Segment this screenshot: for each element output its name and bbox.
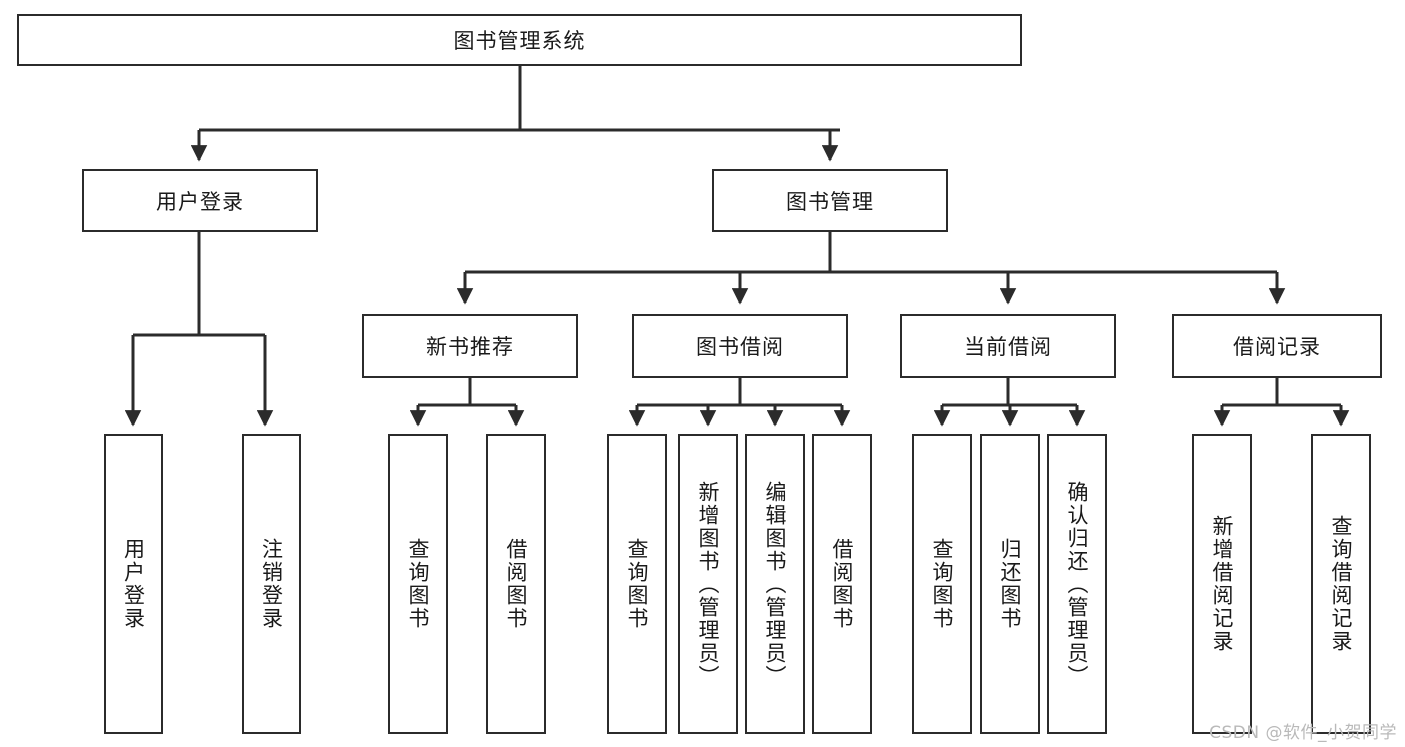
leaf-borrow-borrow-book-label: 借阅图书 <box>830 538 855 630</box>
node-user-login-label: 用户登录 <box>156 189 244 214</box>
leaf-borrow-add-book-label: 新增图书（管理员） <box>696 480 721 688</box>
node-new-book-recommend-label: 新书推荐 <box>426 335 514 359</box>
watermark: CSDN @软件_小贺同学 <box>1209 723 1397 743</box>
leaf-current-return-book[interactable]: 归还图书 <box>980 434 1040 734</box>
leaf-user-login-login-label: 用户登录 <box>121 538 146 630</box>
leaf-current-confirm-return[interactable]: 确认归还（管理员） <box>1047 434 1107 734</box>
node-book-borrow-label: 图书借阅 <box>696 335 784 359</box>
node-book-management[interactable]: 图书管理 <box>712 169 948 232</box>
leaf-borrow-query-book[interactable]: 查询图书 <box>607 434 667 734</box>
leaf-borrow-add-book[interactable]: 新增图书（管理员） <box>678 434 738 734</box>
node-current-borrow[interactable]: 当前借阅 <box>900 314 1116 378</box>
node-borrow-record-label: 借阅记录 <box>1233 335 1321 359</box>
leaf-user-login-logout-label: 注销登录 <box>259 538 284 630</box>
node-current-borrow-label: 当前借阅 <box>964 335 1052 359</box>
leaf-record-add-record[interactable]: 新增借阅记录 <box>1192 434 1252 734</box>
node-root[interactable]: 图书管理系统 <box>17 14 1022 66</box>
node-book-borrow[interactable]: 图书借阅 <box>632 314 848 378</box>
node-book-management-label: 图书管理 <box>786 189 874 214</box>
leaf-borrow-edit-book-label: 编辑图书（管理员） <box>763 480 788 688</box>
node-borrow-record[interactable]: 借阅记录 <box>1172 314 1382 378</box>
leaf-record-query-record-label: 查询借阅记录 <box>1329 515 1354 653</box>
leaf-borrow-query-book-label: 查询图书 <box>625 538 650 630</box>
leaf-user-login-login[interactable]: 用户登录 <box>104 434 163 734</box>
leaf-current-confirm-return-label: 确认归还（管理员） <box>1065 480 1090 688</box>
leaf-recommend-query-book-label: 查询图书 <box>406 538 431 630</box>
leaf-current-query-book[interactable]: 查询图书 <box>912 434 972 734</box>
leaf-borrow-borrow-book[interactable]: 借阅图书 <box>812 434 872 734</box>
leaf-recommend-borrow-book-label: 借阅图书 <box>504 538 529 630</box>
leaf-current-query-book-label: 查询图书 <box>930 538 955 630</box>
node-new-book-recommend[interactable]: 新书推荐 <box>362 314 578 378</box>
leaf-borrow-edit-book[interactable]: 编辑图书（管理员） <box>745 434 805 734</box>
leaf-recommend-borrow-book[interactable]: 借阅图书 <box>486 434 546 734</box>
node-user-login[interactable]: 用户登录 <box>82 169 318 232</box>
leaf-record-add-record-label: 新增借阅记录 <box>1210 515 1235 653</box>
leaf-record-query-record[interactable]: 查询借阅记录 <box>1311 434 1371 734</box>
leaf-user-login-logout[interactable]: 注销登录 <box>242 434 301 734</box>
leaf-recommend-query-book[interactable]: 查询图书 <box>388 434 448 734</box>
leaf-current-return-book-label: 归还图书 <box>998 538 1023 630</box>
node-root-label: 图书管理系统 <box>453 29 586 53</box>
